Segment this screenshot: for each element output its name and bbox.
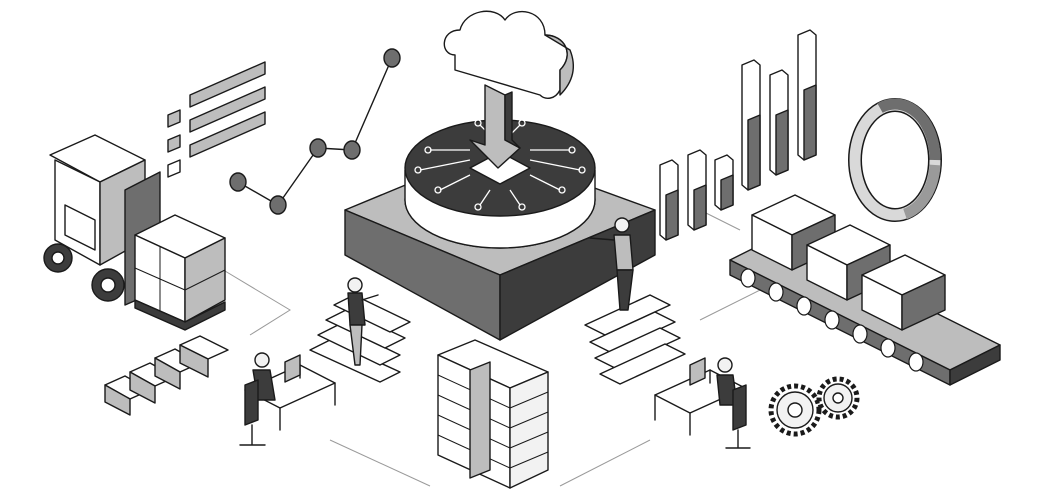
cloud-icon [443, 10, 574, 99]
gear-icon [768, 376, 860, 437]
conveyor-belt-icon [729, 194, 1001, 386]
person-figure [347, 277, 379, 366]
bar-chart-icon [659, 29, 817, 241]
line-graph-icon [229, 48, 401, 215]
donut-chart-icon [848, 98, 942, 222]
download-arrow-icon [469, 84, 521, 169]
box-row [104, 335, 229, 416]
checklist-icon [167, 61, 266, 178]
money-stack-icon [437, 339, 549, 489]
cpu-chip-icon [404, 119, 596, 249]
stairs-right [584, 294, 686, 385]
worker-at-desk-icon [239, 352, 336, 446]
forklift-icon [43, 134, 226, 331]
person-figure [589, 217, 634, 311]
worker-at-desk-icon [654, 357, 751, 449]
